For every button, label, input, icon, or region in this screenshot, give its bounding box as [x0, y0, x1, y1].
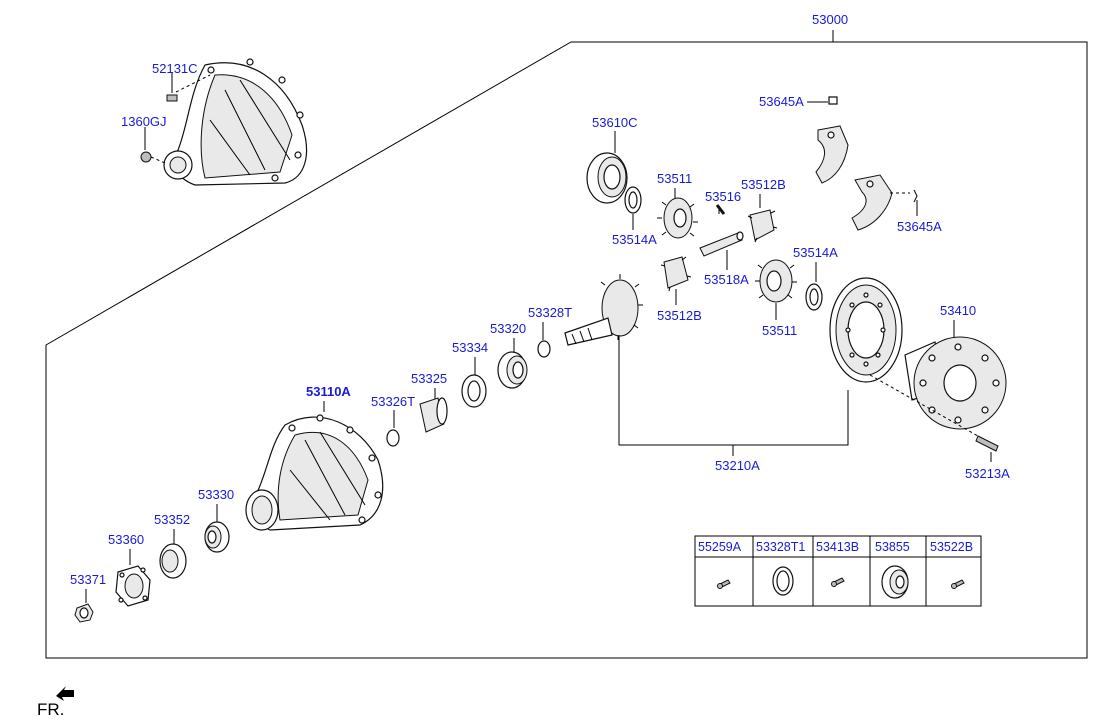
fr-arrow-icon	[56, 686, 74, 701]
label-53352[interactable]: 53352	[154, 512, 190, 527]
shaft-53518a	[699, 231, 744, 257]
label-53110a[interactable]: 53110A	[306, 384, 351, 399]
label-53330[interactable]: 53330	[198, 487, 234, 502]
label-52131c[interactable]: 52131C	[152, 61, 198, 76]
drive-pinion	[564, 274, 643, 346]
table-header-4[interactable]: 53522B	[930, 540, 973, 554]
label-53610c[interactable]: 53610C	[592, 115, 638, 130]
label-53210a[interactable]: 53210A	[715, 458, 760, 473]
pin-53516	[715, 204, 726, 215]
snap-ring-53328t	[537, 340, 551, 358]
nut-53371	[74, 603, 94, 623]
table-header-3[interactable]: 53855	[875, 540, 910, 554]
bearing-cap-lower	[851, 174, 893, 231]
bearing-53320	[497, 351, 528, 389]
fr-label: FR.	[37, 700, 64, 719]
label-53514a-left[interactable]: 53514A	[612, 232, 657, 247]
label-53410[interactable]: 53410	[940, 303, 976, 318]
label-53512b-bottom[interactable]: 53512B	[657, 308, 702, 323]
table-part-53328t1	[772, 566, 794, 596]
label-53320[interactable]: 53320	[490, 321, 526, 336]
table-part-53413b	[831, 577, 845, 587]
label-53213a[interactable]: 53213A	[965, 466, 1010, 481]
bearing-53610c	[586, 152, 628, 204]
snap-ring-53326t	[386, 429, 400, 447]
table-part-53522b	[951, 579, 965, 589]
side-gear-53511-top	[657, 197, 698, 239]
bolt-53213a	[975, 435, 999, 452]
table-part-55259a	[717, 579, 731, 589]
pinion-gear-53512b-top	[747, 209, 778, 243]
assembly-boundary	[45, 41, 1088, 659]
side-gear-53511-bottom	[755, 259, 797, 303]
assembly-label[interactable]: 53000	[812, 12, 848, 27]
bearing-53330	[204, 521, 230, 553]
label-53645a-top[interactable]: 53645A	[759, 94, 804, 109]
label-53371[interactable]: 53371	[70, 572, 106, 587]
companion-flange-53360	[115, 565, 151, 607]
table-header-1[interactable]: 53328T1	[756, 540, 805, 554]
label-53328t[interactable]: 53328T	[528, 305, 572, 320]
label-53518a[interactable]: 53518A	[704, 272, 749, 287]
nut-1360gj	[140, 151, 152, 163]
label-53645a-right[interactable]: 53645A	[897, 219, 942, 234]
bolt-52131c	[166, 94, 178, 102]
label-53514a-right[interactable]: 53514A	[793, 245, 838, 260]
table-header-2[interactable]: 53413B	[816, 540, 859, 554]
label-1360gj[interactable]: 1360GJ	[121, 114, 167, 129]
table-header-0[interactable]: 55259A	[698, 540, 742, 554]
label-53511-bottom[interactable]: 53511	[762, 323, 797, 338]
label-53511-top[interactable]: 53511	[657, 171, 692, 186]
oil-seal-53352	[159, 543, 187, 579]
carrier-housing-upper	[163, 58, 308, 186]
differential-case-53410	[904, 336, 1007, 430]
ring-gear	[829, 277, 903, 383]
label-53512b-top[interactable]: 53512B	[741, 177, 786, 192]
label-53326t[interactable]: 53326T	[371, 394, 415, 409]
label-53334[interactable]: 53334	[452, 340, 488, 355]
bracket-53210a	[618, 335, 849, 446]
table-part-53855	[881, 565, 909, 599]
label-53360[interactable]: 53360	[108, 532, 144, 547]
spacer-53325	[419, 397, 448, 433]
carrier-housing-53110a	[245, 414, 384, 531]
bearing-cap-upper	[815, 125, 849, 184]
clip-53645a-top	[828, 96, 838, 105]
pinion-gear-53512b-bottom	[660, 256, 692, 292]
label-53325[interactable]: 53325	[411, 371, 447, 386]
label-53516[interactable]: 53516	[705, 189, 741, 204]
parts-table	[694, 535, 982, 607]
